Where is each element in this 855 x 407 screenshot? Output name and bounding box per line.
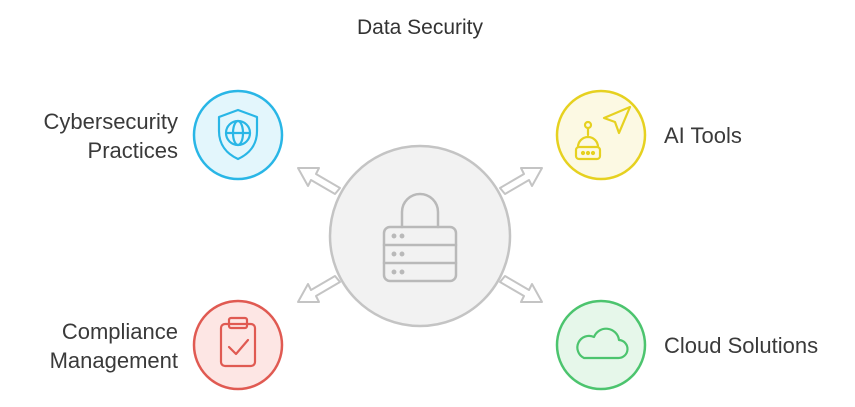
arrow-to-cyber — [297, 167, 341, 195]
label-cyber: Cybersecurity Practices — [44, 107, 178, 165]
lock-server-icon — [382, 192, 458, 283]
label-cyber-line-2: Practices — [87, 138, 178, 163]
clipboard-check-icon — [219, 316, 257, 368]
ai-node — [555, 89, 647, 181]
arrow-to-compliance — [297, 275, 341, 303]
arrow-to-cloud — [499, 275, 543, 303]
label-cyber-line-1: Cybersecurity — [43, 109, 178, 134]
diagram-title: Data Security — [356, 16, 484, 39]
cloud-icon — [576, 327, 629, 360]
label-compliance-line-1: Compliance — [61, 319, 178, 344]
cyber-node — [192, 89, 284, 181]
robot-cursor-icon — [574, 105, 632, 161]
label-ai: AI Tools — [664, 121, 742, 150]
label-compliance: Compliance Management — [50, 317, 178, 375]
label-cloud: Cloud Solutions — [664, 331, 818, 360]
compliance-node — [192, 299, 284, 391]
label-cloud-line-1: Cloud Solutions — [664, 333, 819, 358]
center-node — [328, 144, 512, 328]
shield-globe-icon — [217, 108, 259, 161]
cloud-node — [555, 299, 647, 391]
arrow-to-ai — [499, 167, 543, 195]
label-ai-line-1: AI Tools — [664, 123, 742, 148]
label-compliance-line-2: Management — [49, 348, 178, 373]
